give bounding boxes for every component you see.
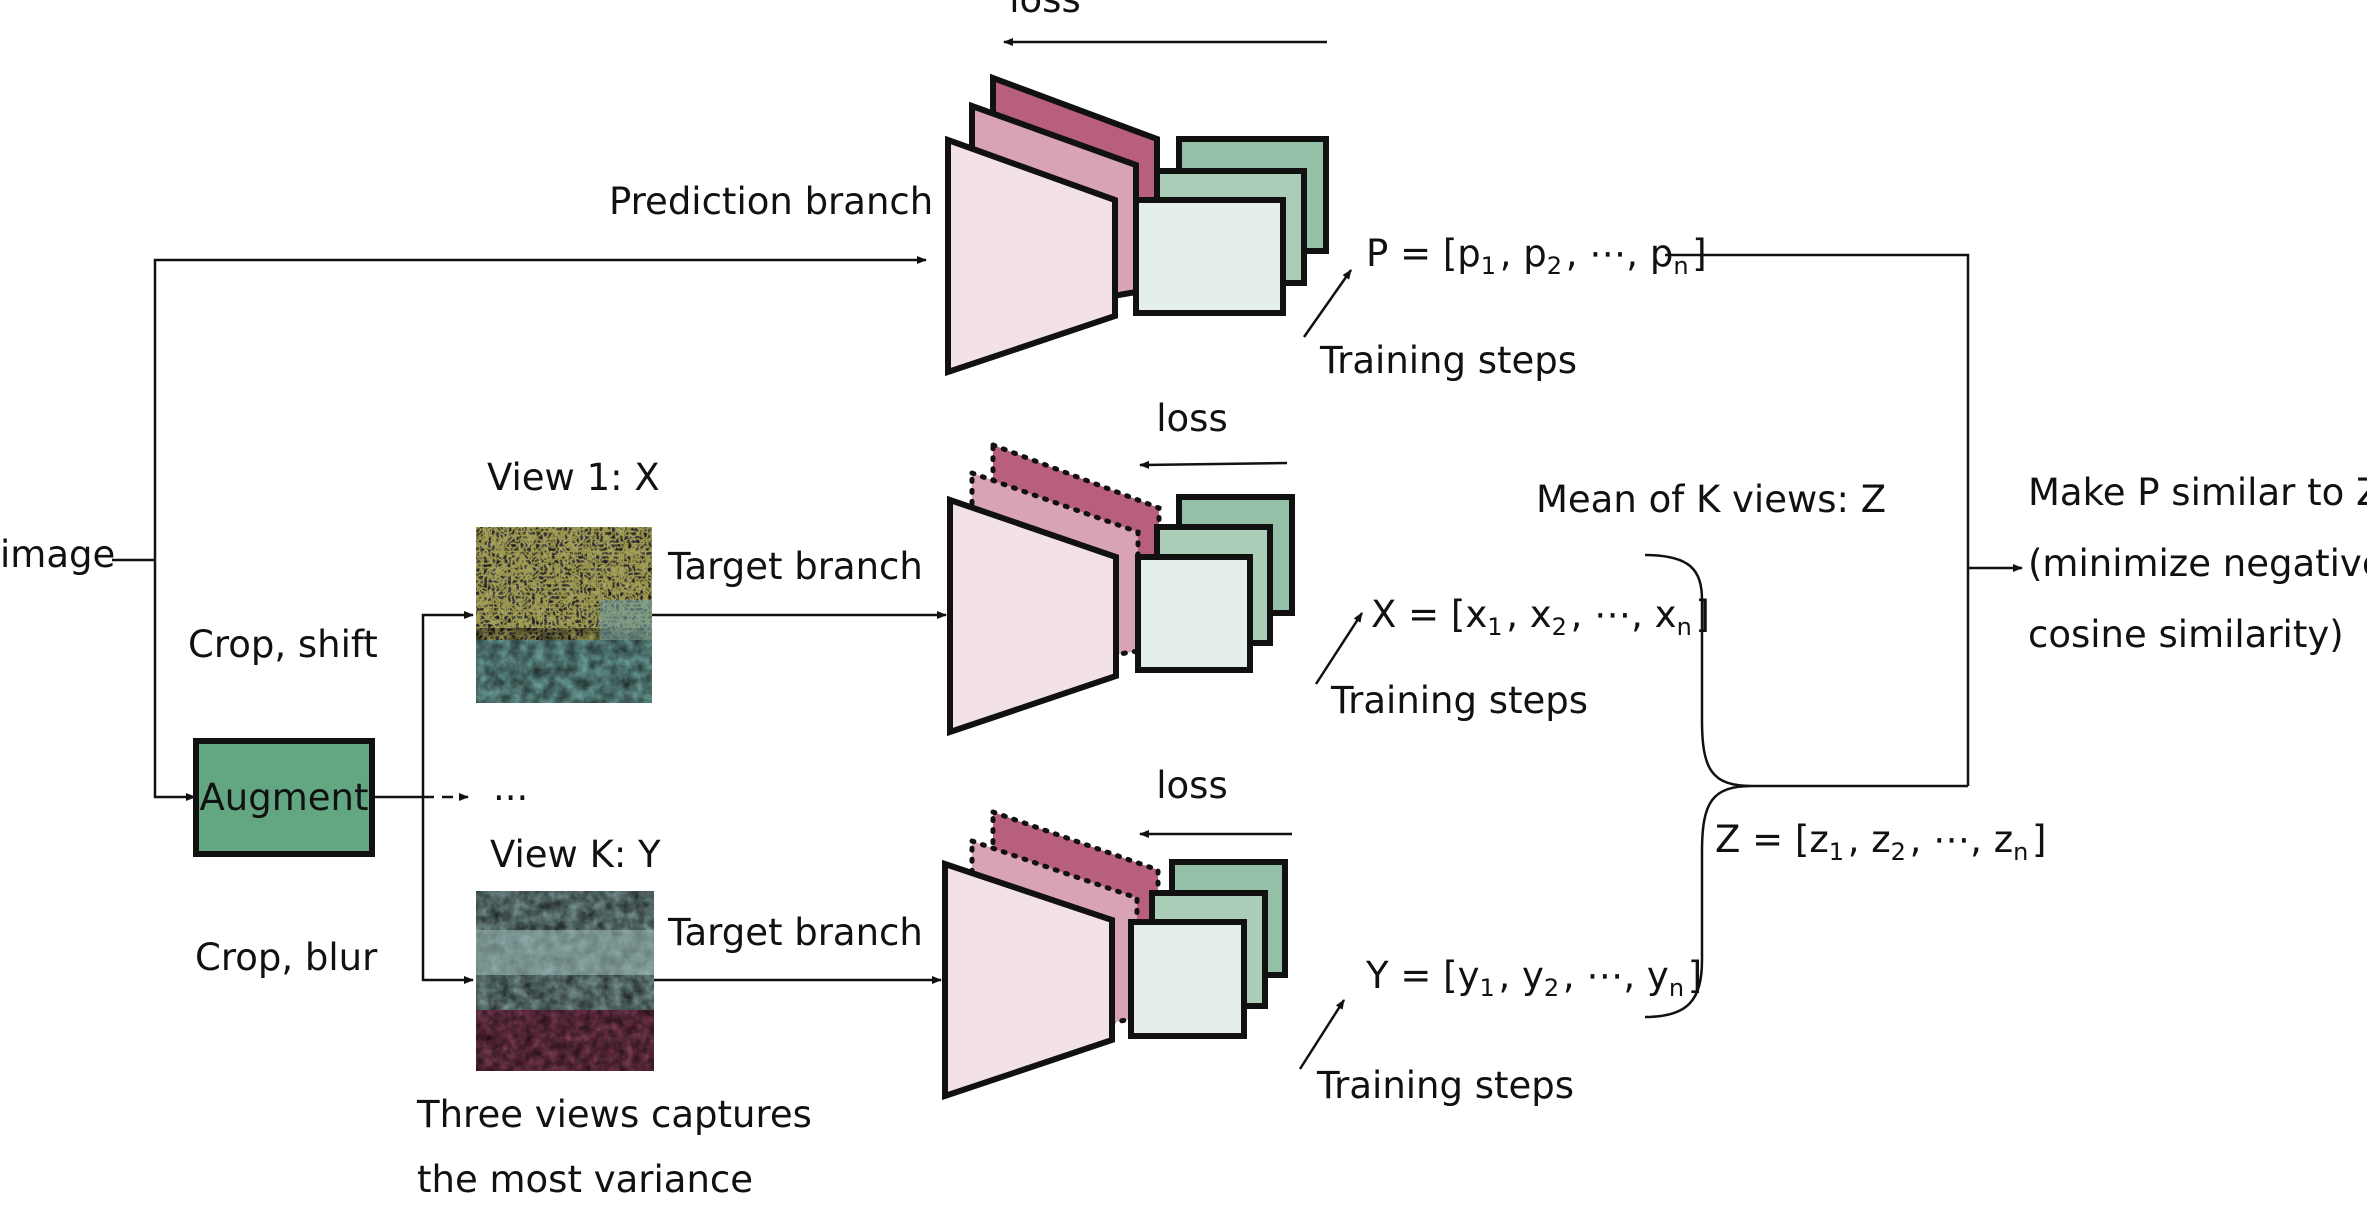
target-branch-network-1 (947, 441, 1295, 737)
connectors (112, 38, 2023, 1070)
training-arrow-2 (1314, 612, 1364, 685)
encoder-trapezoid (942, 859, 1115, 1101)
ellipsis-label: ... (493, 766, 528, 809)
target-branch-label-2: Target branch (667, 911, 923, 954)
y-vector-formula: Y = [y1 , y2 , ⋯, yn ] (1365, 954, 1702, 1002)
viewk-label: View K: Y (490, 833, 661, 876)
mean-k-views-label: Mean of K views: Z (1536, 478, 1886, 521)
target-branch-network-2 (942, 808, 1288, 1101)
training-steps-label-3: Training steps (1316, 1064, 1574, 1107)
image-to-prediction-arrow (153, 256, 927, 560)
augment-to-view1-arrow (421, 611, 474, 797)
three-views-line-2: the most variance (417, 1158, 753, 1201)
loss-mid-arrow (1139, 460, 1288, 469)
loss-label-bot: loss (1156, 764, 1227, 807)
make-similar-line-3: cosine similarity) (2028, 613, 2344, 656)
target-branch-label-1: Target branch (667, 545, 923, 588)
predictor-block-front (1133, 197, 1286, 316)
encoder-trapezoid (945, 135, 1118, 377)
p-vector-formula: P = [p1 , p2 , ⋯, pn ] (1366, 232, 1707, 280)
z-brace (1644, 553, 1753, 1019)
target-block-front (1135, 554, 1253, 673)
loss-label-top: loss (1009, 0, 1080, 21)
three-views-line-1: Three views captures (416, 1093, 812, 1136)
view1-label: View 1: X (487, 456, 660, 499)
make-similar-line-1: Make P similar to Z (2028, 471, 2367, 514)
view1-image (476, 527, 652, 703)
training-steps-label-2: Training steps (1330, 679, 1588, 722)
augment-label: Augment (199, 776, 368, 819)
training-arrow-3 (1298, 999, 1346, 1070)
prediction-branch-label: Prediction branch (609, 180, 933, 223)
loss-label-mid: loss (1156, 397, 1227, 440)
augment-box (193, 738, 375, 857)
training-steps-label-1: Training steps (1319, 339, 1577, 382)
crop-blur-label: Crop, blur (195, 936, 378, 979)
encoder-trapezoid (947, 495, 1119, 737)
image-label: image (0, 533, 115, 576)
crop-shift-label: Crop, shift (188, 623, 378, 666)
z-vector-formula: Z = [z1 , z2 , ⋯, zn ] (1715, 818, 2046, 866)
augment-to-viewk-arrow (421, 797, 474, 984)
training-arrow-1 (1302, 269, 1353, 338)
prediction-branch-network (945, 73, 1329, 377)
target-block-front (1128, 919, 1247, 1039)
x-vector-formula: X = [x1 , x2 , ⋯, xn ] (1371, 593, 1710, 641)
viewk-image (476, 891, 654, 1071)
image-to-augment-arrow (153, 560, 196, 801)
p-to-output-line (1665, 253, 1970, 786)
make-similar-line-2: (minimize negative (2028, 542, 2367, 585)
